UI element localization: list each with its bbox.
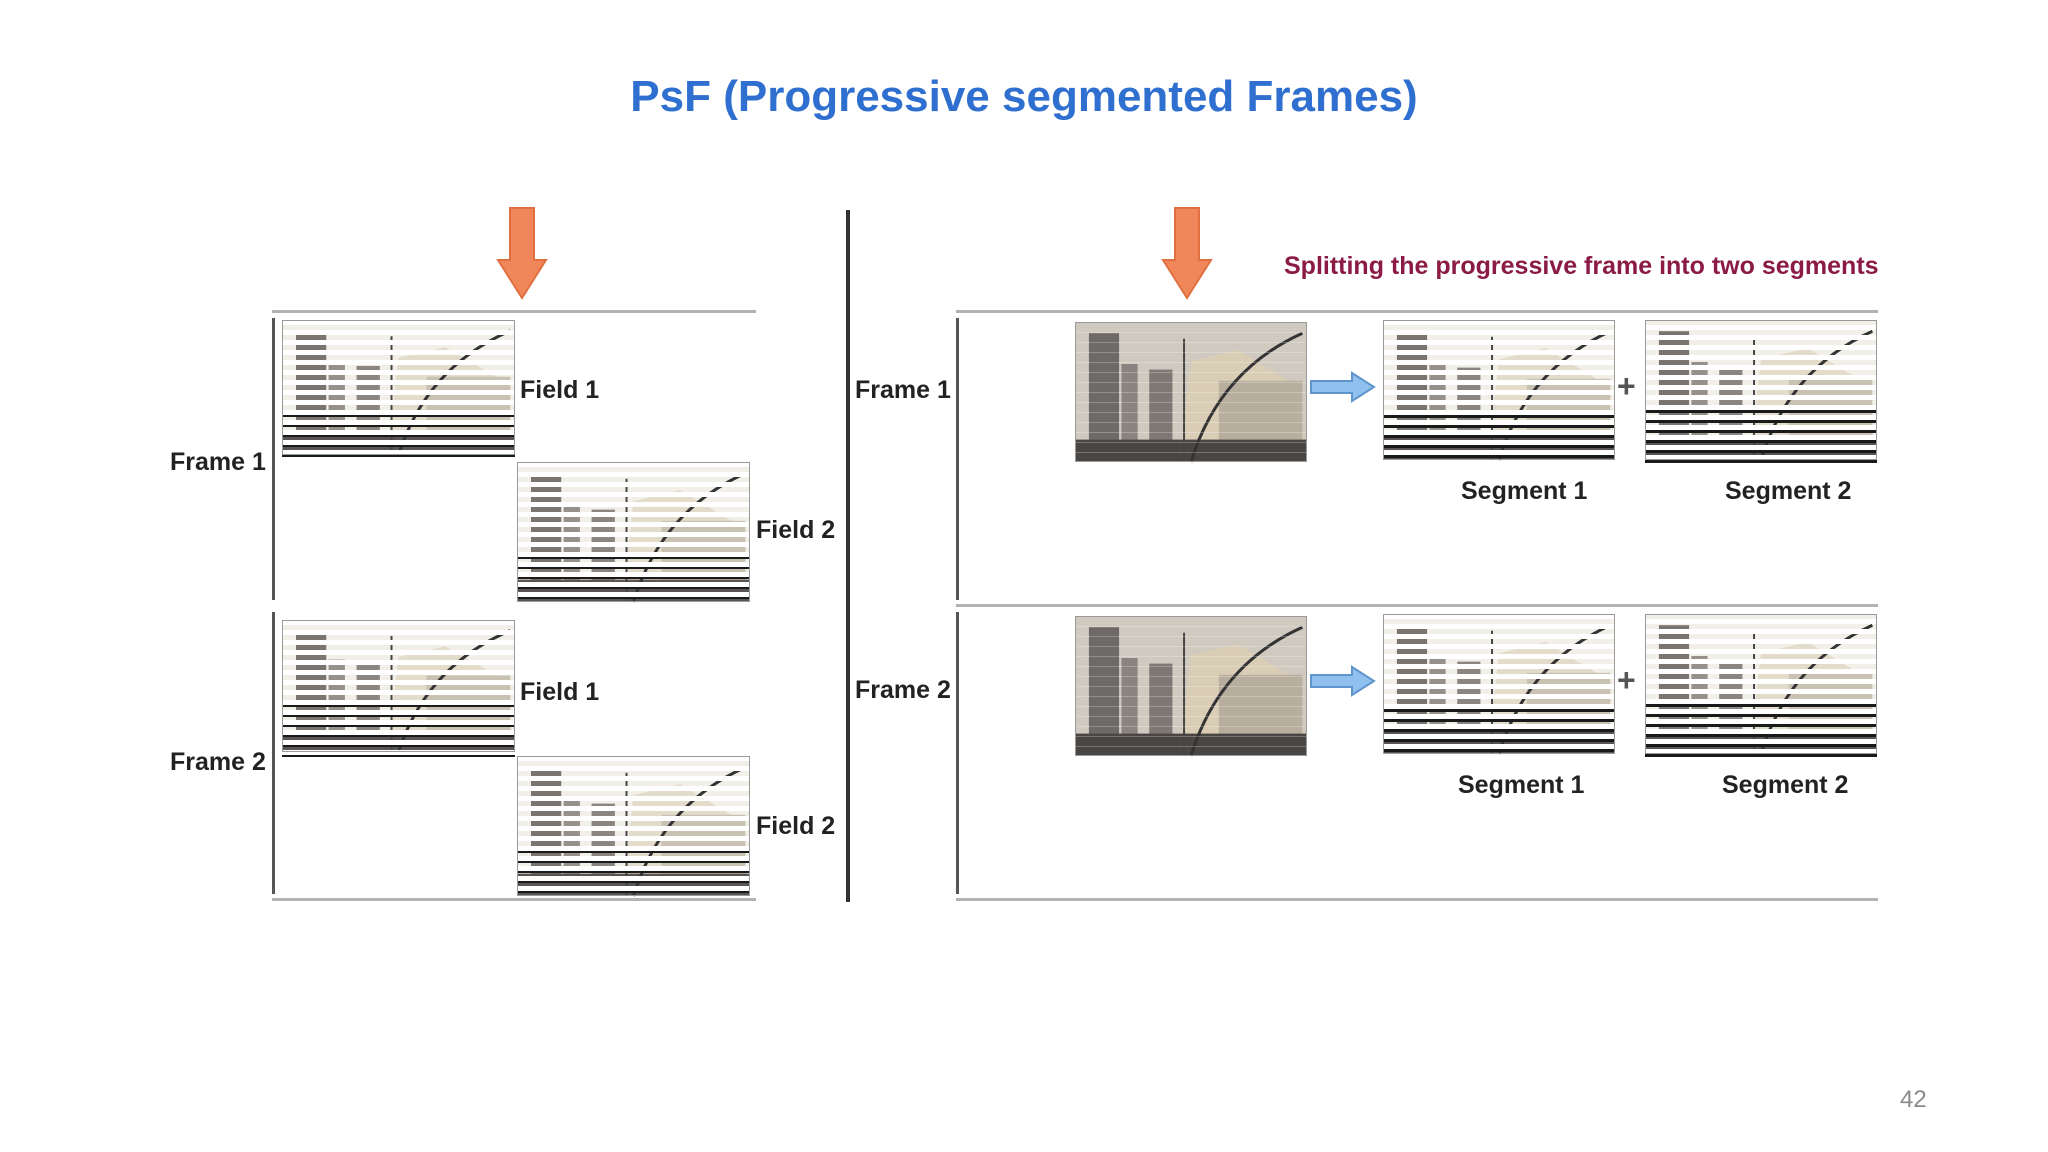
progressive-frame-image — [1075, 616, 1307, 757]
left-field2-label: Field 2 — [756, 516, 836, 544]
segment-image — [1383, 320, 1615, 461]
splitting-annotation: Splitting the progressive frame into two… — [1284, 252, 1879, 280]
segment1-label: Segment 1 — [1458, 771, 1585, 799]
right-arrow-icon — [1310, 371, 1376, 403]
right-frame2-bracket — [956, 612, 959, 894]
plus-sign: + — [1617, 662, 1636, 698]
left-frame1-bracket — [272, 318, 275, 600]
center-divider — [846, 210, 850, 902]
left-bottom-rule — [272, 898, 756, 901]
field-image — [282, 320, 515, 457]
left-frame1-label: Frame 1 — [170, 448, 266, 476]
down-arrow-icon — [1161, 207, 1213, 300]
left-top-rule — [272, 310, 756, 313]
right-top-rule — [956, 310, 1878, 313]
right-arrow-icon — [1310, 665, 1376, 697]
segment-image — [1645, 614, 1877, 757]
plus-sign: + — [1617, 368, 1636, 404]
right-frame2-label: Frame 2 — [855, 676, 951, 704]
segment-image — [1645, 320, 1877, 463]
left-frame2-label: Frame 2 — [170, 748, 266, 776]
left-field1-label: Field 1 — [520, 678, 600, 706]
right-middle-rule — [956, 604, 1878, 607]
right-bottom-rule — [956, 898, 1878, 901]
left-field1-label: Field 1 — [520, 376, 600, 404]
field-image — [517, 462, 750, 603]
segment2-label: Segment 2 — [1725, 477, 1852, 505]
left-field2-label: Field 2 — [756, 812, 836, 840]
right-frame1-label: Frame 1 — [855, 376, 951, 404]
segment-image — [1383, 614, 1615, 755]
segment1-label: Segment 1 — [1461, 477, 1588, 505]
field-image — [517, 756, 750, 897]
page-number: 42 — [1900, 1086, 1927, 1113]
right-frame1-bracket — [956, 318, 959, 600]
field-image — [282, 620, 515, 757]
segment2-label: Segment 2 — [1722, 771, 1849, 799]
left-frame2-bracket — [272, 612, 275, 894]
slide-title: PsF (Progressive segmented Frames) — [630, 72, 1418, 121]
down-arrow-icon — [496, 207, 548, 300]
progressive-frame-image — [1075, 322, 1307, 463]
